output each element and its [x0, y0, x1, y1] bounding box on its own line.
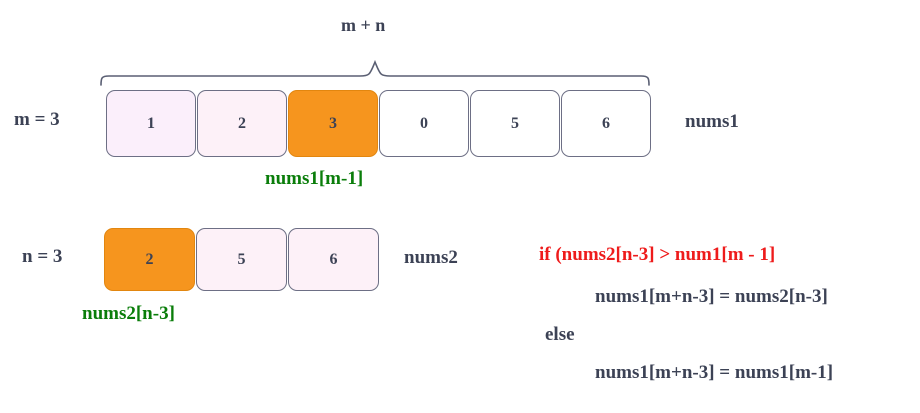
nums2-cell-2-value: 6 [329, 250, 338, 268]
code-line-else-body: nums1[m+n-3] = nums1[m-1] [595, 362, 834, 383]
row-nums2-right-label: nums2 [404, 247, 458, 268]
nums1-cell-5[interactable]: 6 [561, 90, 651, 157]
nums1-cell-5-value: 6 [602, 114, 610, 132]
nums1-cell-1-value: 2 [238, 114, 246, 132]
row-nums2-left-label: n = 3 [22, 246, 63, 267]
row-nums1-left-label: m = 3 [14, 109, 60, 130]
pointer-label-nums2-n-3: nums2[n-3] [82, 303, 175, 324]
nums1-cell-1[interactable]: 2 [197, 90, 287, 157]
row-nums1-right-label: nums1 [685, 111, 739, 132]
nums1-cell-2-value: 3 [329, 114, 337, 132]
span-brace-m-plus-n [98, 60, 652, 86]
nums2-cell-0-value: 2 [145, 250, 154, 268]
nums1-cell-3[interactable]: 0 [379, 90, 469, 157]
nums2-cell-1[interactable]: 5 [196, 228, 287, 291]
code-line-if: if (nums2[n-3] > num1[m - 1] [539, 244, 776, 265]
nums1-cell-2[interactable]: 3 [288, 90, 378, 157]
span-label-m-plus-n: m + n [341, 15, 386, 35]
nums1-cell-3-value: 0 [420, 114, 428, 132]
nums1-cell-0[interactable]: 1 [106, 90, 196, 157]
nums1-cell-4-value: 5 [511, 114, 519, 132]
nums2-cell-1-value: 5 [237, 250, 246, 268]
nums1-cell-4[interactable]: 5 [470, 90, 560, 157]
code-line-else: else [545, 324, 575, 345]
pointer-label-nums1-m-1: nums1[m-1] [265, 168, 364, 189]
nums2-cell-2[interactable]: 6 [288, 228, 379, 291]
nums1-cell-0-value: 1 [147, 114, 155, 132]
code-line-then: nums1[m+n-3] = nums2[n-3] [595, 286, 828, 307]
nums2-cell-0[interactable]: 2 [104, 228, 195, 291]
